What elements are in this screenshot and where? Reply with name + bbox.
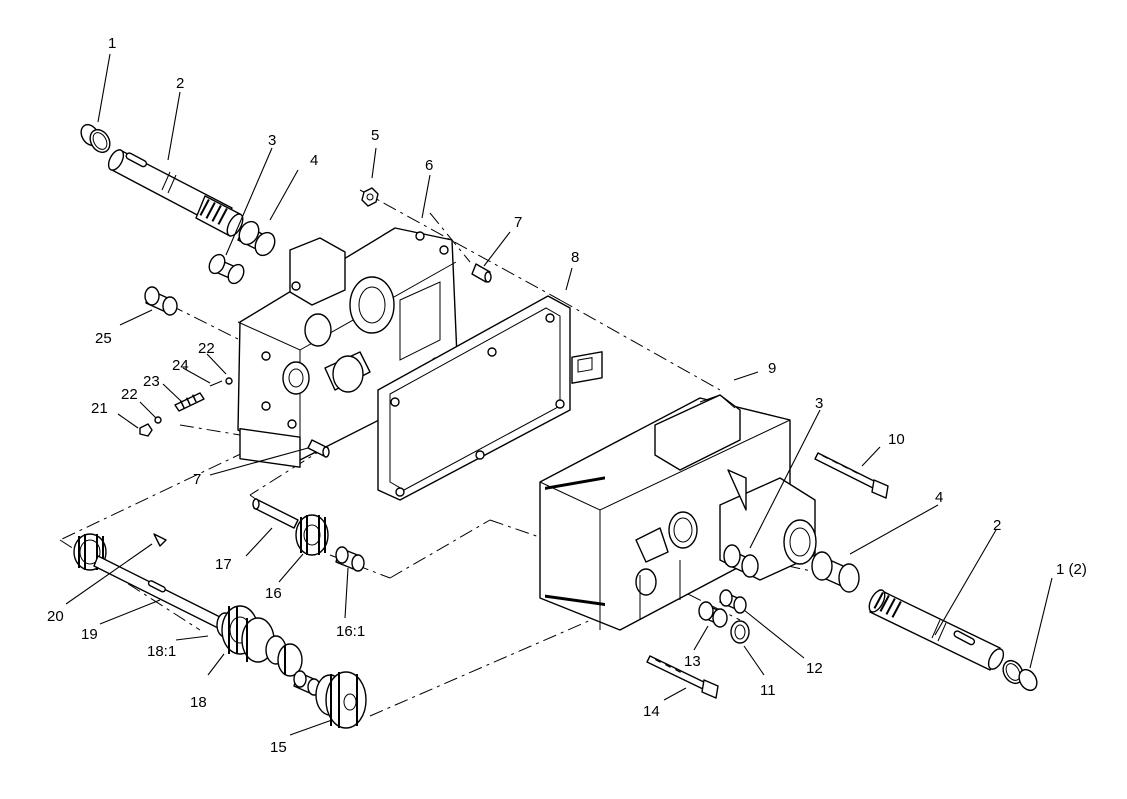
- callout-25: 25: [95, 330, 112, 347]
- dowel-pin-7-bottom: [307, 439, 330, 458]
- callout-3-top: 3: [268, 132, 276, 149]
- callout-8: 8: [571, 249, 579, 266]
- callout-16-1: 16:1: [336, 623, 365, 640]
- output-shaft-right: [868, 589, 1005, 671]
- shaft-17: [252, 498, 299, 529]
- callout-12: 12: [806, 660, 823, 677]
- callout-1-right: 1 (2): [1056, 561, 1087, 578]
- bearing-top-3: [208, 253, 245, 285]
- callout-21: 21: [91, 400, 108, 417]
- callout-11: 11: [760, 682, 776, 699]
- dowel-pin-7-top: [471, 263, 492, 283]
- bearing-top-4: [237, 220, 276, 257]
- callout-2-top: 2: [176, 75, 184, 92]
- callout-18-1: 18:1: [147, 643, 176, 660]
- callout-3-right: 3: [815, 395, 823, 412]
- callout-13: 13: [684, 653, 701, 670]
- callout-23: 23: [143, 373, 160, 390]
- callout-19: 19: [81, 626, 98, 643]
- bushing-16-1: [335, 546, 365, 572]
- callout-22-bottom: 22: [121, 386, 138, 403]
- callout-16: 16: [265, 585, 282, 602]
- input-shaft-top: [107, 149, 244, 237]
- bolt-10: [814, 452, 889, 499]
- callout-14: 14: [643, 703, 660, 720]
- callout-4-right: 4: [935, 489, 943, 506]
- snap-rings-right: [1002, 659, 1038, 692]
- gasket-8: [377, 295, 571, 501]
- callout-24: 24: [172, 357, 189, 374]
- callout-18: 18: [190, 694, 207, 711]
- leader-lines: [65, 53, 1053, 736]
- callout-22-top: 22: [198, 340, 215, 357]
- bushing-12: [719, 589, 747, 614]
- key-20: [153, 533, 167, 547]
- callout-17: 17: [215, 556, 232, 573]
- bushing-13: [698, 601, 728, 628]
- main-housing-9: [539, 351, 817, 631]
- callout-labels: 1 2 3 4 5 6 7 8 9 10 3 4 2 1 (2) 25 22 2…: [47, 35, 1087, 756]
- callout-1: 1: [108, 35, 116, 52]
- callout-7-top: 7: [514, 214, 522, 231]
- cluster-gear-18: [216, 605, 303, 677]
- snap-rings-top: [80, 123, 111, 154]
- callout-4-top: 4: [310, 152, 318, 169]
- callout-15: 15: [270, 739, 287, 756]
- callout-2-right: 2: [993, 517, 1001, 534]
- callout-10: 10: [888, 431, 905, 448]
- bearing-right-3: [723, 544, 759, 578]
- callout-20: 20: [47, 608, 64, 625]
- callout-7-bottom: 7: [193, 471, 201, 488]
- gear-15: [315, 671, 367, 729]
- seal-11: [730, 620, 750, 644]
- bolt-14: [646, 655, 719, 699]
- callout-9: 9: [768, 360, 776, 377]
- bushing-25: [144, 286, 178, 316]
- callout-6: 6: [425, 157, 433, 174]
- bearing-right-4: [811, 551, 860, 593]
- relief-valve-parts: [139, 377, 233, 437]
- callout-5: 5: [371, 127, 379, 144]
- nut-5: [361, 187, 379, 207]
- gear-16: [295, 514, 329, 556]
- spacer: [293, 670, 321, 696]
